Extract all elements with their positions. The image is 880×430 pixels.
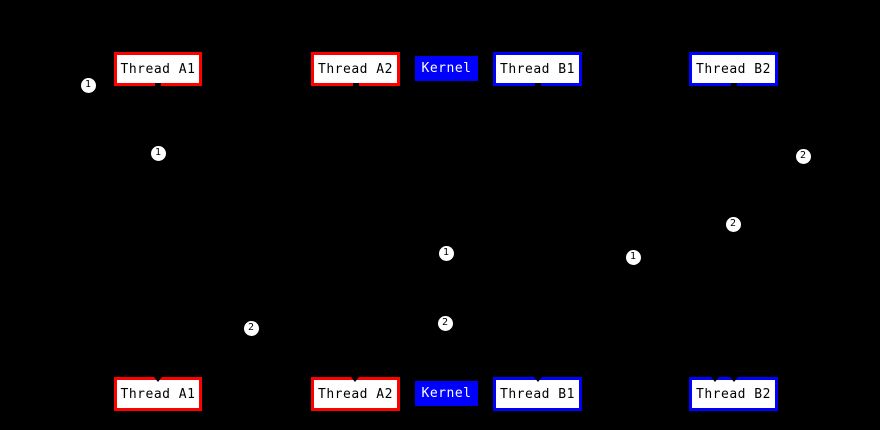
node-kernel-top: Kernel bbox=[415, 56, 478, 81]
node-kernel-bottom: Kernel bbox=[415, 381, 478, 406]
edge-arrowhead bbox=[154, 377, 162, 382]
edge-arrowhead bbox=[730, 377, 738, 382]
edge-arrowhead bbox=[711, 377, 719, 382]
step-badge-2: 2 bbox=[437, 315, 453, 331]
edge-arrowhead bbox=[534, 377, 542, 382]
node-thread-b2-bottom: Thread B2 bbox=[689, 377, 778, 411]
node-thread-b1-top: Thread B1 bbox=[493, 52, 582, 86]
node-thread-a2-top: Thread A2 bbox=[311, 52, 400, 86]
step-badge-1: 1 bbox=[80, 77, 96, 93]
node-thread-a1-top: Thread A1 bbox=[114, 52, 202, 86]
step-badge-2: 2 bbox=[243, 320, 259, 336]
edge-origin-dot bbox=[353, 83, 359, 88]
edge-origin-dot bbox=[731, 83, 737, 88]
step-badge-1: 1 bbox=[150, 145, 166, 161]
node-thread-b2-top: Thread B2 bbox=[689, 52, 778, 86]
edge-origin-dot bbox=[535, 83, 541, 88]
step-badge-2: 2 bbox=[725, 216, 741, 232]
edge-origin-dot bbox=[155, 83, 161, 88]
node-thread-b1-bottom: Thread B1 bbox=[493, 377, 582, 411]
step-badge-2: 2 bbox=[795, 148, 811, 164]
step-badge-1: 1 bbox=[438, 245, 454, 261]
step-badge-1: 1 bbox=[625, 249, 641, 265]
node-thread-a2-bottom: Thread A2 bbox=[311, 377, 400, 411]
edge-arrowhead bbox=[351, 377, 359, 382]
node-thread-a1-bottom: Thread A1 bbox=[114, 377, 202, 411]
